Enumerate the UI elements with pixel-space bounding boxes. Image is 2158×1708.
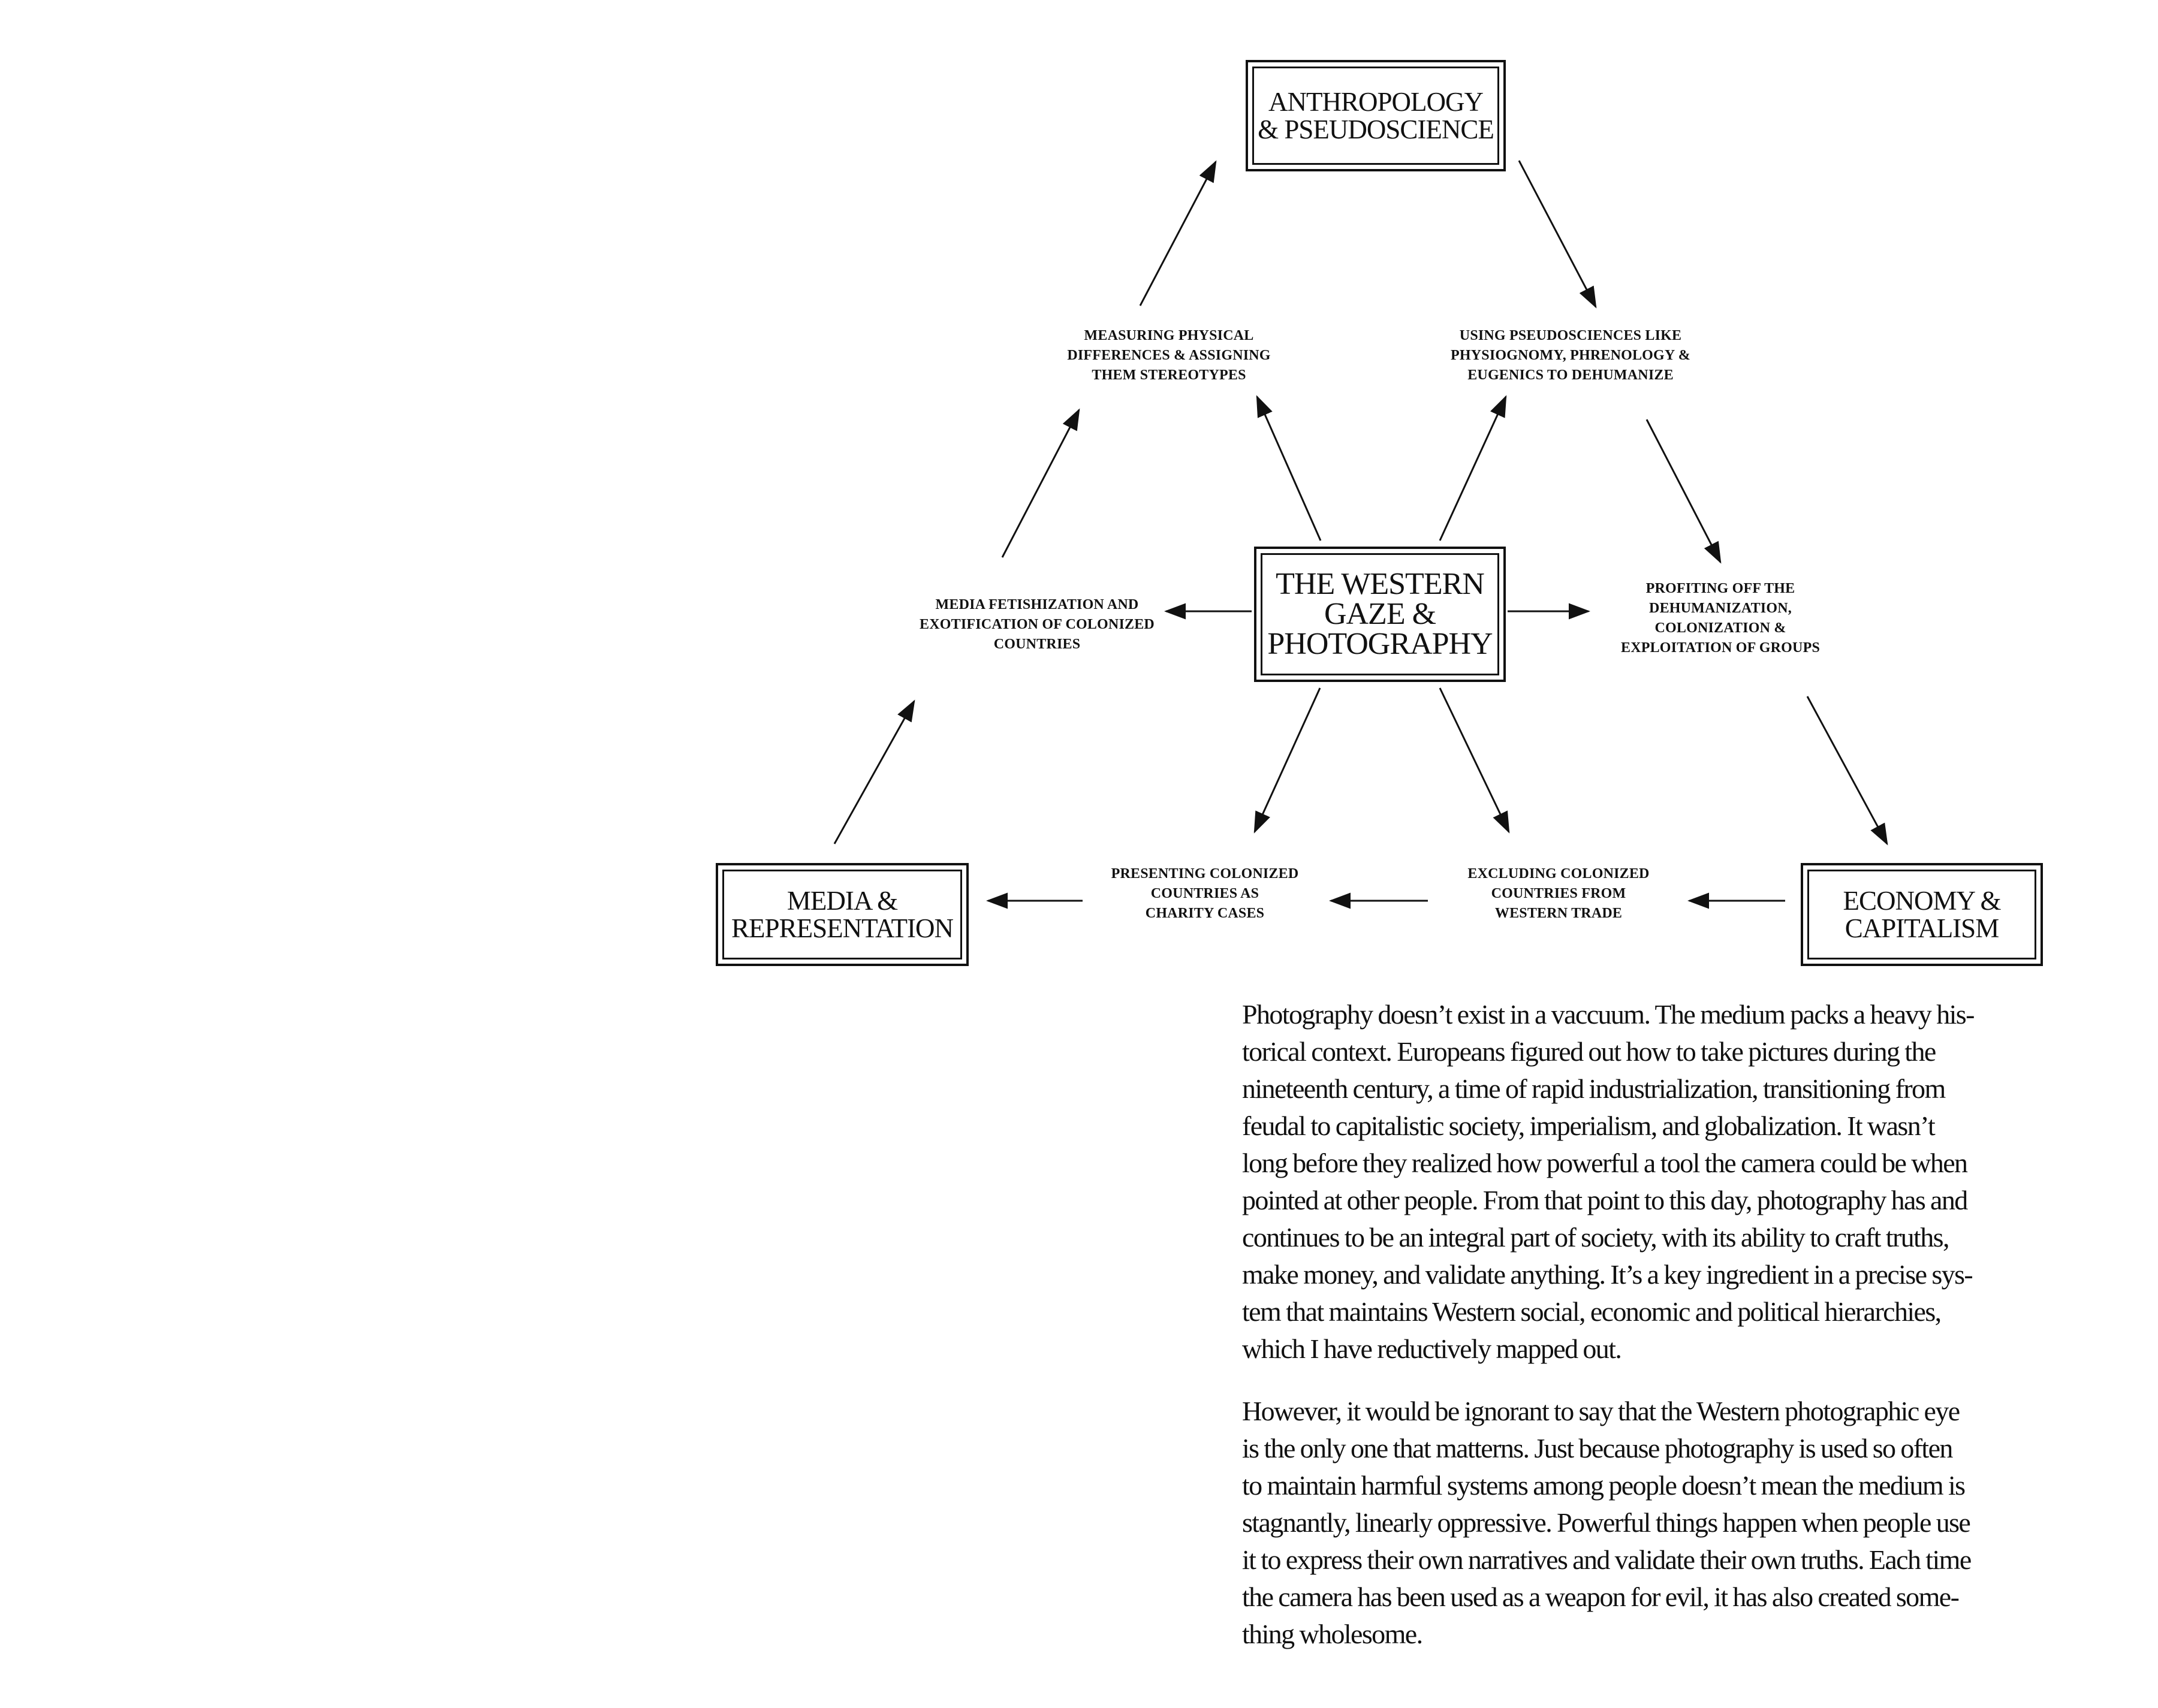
box-anthropology-pseudoscience: ANTHROPOLOGY & PSEUDOSCIENCE — [1246, 60, 1506, 171]
paragraph-2-line: thing wholesome. — [1242, 1619, 1423, 1649]
box-economy-capitalism: ECONOMY & CAPITALISM — [1801, 863, 2043, 966]
box-western-gaze-photography: THE WESTERN GAZE & PHOTOGRAPHY — [1254, 547, 1506, 682]
label-using-pseudosciences: USING PSEUDOSCIENCES LIKE PHYSIOGNOMY, P… — [1427, 326, 1714, 385]
paragraph-1: Photography doesn’t exist in a vaccuum. … — [1242, 996, 2129, 1368]
label-excluding-line-1: EXCLUDING COLONIZED — [1467, 866, 1650, 882]
paragraph-1-line: Photography doesn’t exist in a vaccuum. … — [1242, 999, 1975, 1030]
label-measuring-line-1: MEASURING PHYSICAL — [1084, 328, 1254, 343]
label-charity-line-1: PRESENTING COLONIZED — [1111, 866, 1299, 882]
box-media-representation: MEDIA & REPRESENTATION — [716, 863, 969, 966]
box-media-line-2: REPRESENTATION — [731, 913, 954, 943]
arrow-anthropology-to-pseudosciences — [1518, 160, 1597, 309]
label-presenting-colonized-countries: PRESENTING COLONIZED COUNTRIES AS CHARIT… — [1085, 864, 1325, 924]
paragraph-1-line: make money, and validate anything. It’s … — [1242, 1259, 1973, 1290]
body-text: Photography doesn’t exist in a vaccuum. … — [1242, 996, 2129, 1678]
paragraph-1-line: which I have reductively mapped out. — [1242, 1333, 1622, 1364]
arrow-center-to-measuring — [1256, 395, 1322, 541]
label-fetishization-line-3: COUNTRIES — [993, 636, 1081, 652]
paragraph-1-line: nineteenth century, a time of rapid indu… — [1242, 1073, 1946, 1104]
box-center-line-2: GAZE & — [1324, 597, 1436, 631]
paragraph-2-line: to maintain harmful systems among people… — [1242, 1470, 1966, 1501]
box-center-line-3: PHOTOGRAPHY — [1267, 627, 1493, 661]
label-fetishization-line-1: MEDIA FETISHIZATION AND — [935, 597, 1139, 612]
box-center-line-1: THE WESTERN — [1276, 567, 1485, 601]
arrow-center-to-excluding — [1439, 687, 1510, 834]
arrow-media-to-fetishization — [833, 699, 915, 844]
arrow-pseudosciences-to-profiting — [1645, 419, 1722, 564]
arrow-center-to-pseudosciences — [1439, 395, 1507, 541]
paragraph-2-line: However, it would be ignorant to say tha… — [1242, 1396, 1960, 1426]
label-fetishization-line-2: EXOTIFICATION OF COLONIZED — [920, 617, 1155, 632]
paragraph-1-line: long before they realized how powerful a… — [1242, 1148, 1968, 1178]
label-profiting-line-4: EXPLOITATION OF GROUPS — [1621, 640, 1820, 656]
label-pseudosciences-line-1: USING PSEUDOSCIENCES LIKE — [1459, 328, 1682, 343]
paragraph-2-line: the camera has been used as a weapon for… — [1242, 1582, 1960, 1612]
box-media-line-1: MEDIA & — [786, 886, 898, 916]
label-excluding-line-3: WESTERN TRADE — [1494, 906, 1623, 921]
label-measuring-line-2: DIFFERENCES & ASSIGNING — [1067, 348, 1271, 363]
box-economy-line-2: CAPITALISM — [1844, 913, 1999, 943]
label-measuring-line-3: THEM STEREOTYPES — [1092, 367, 1246, 383]
paragraph-1-line: pointed at other people. From that point… — [1242, 1185, 1968, 1215]
box-economy-line-1: ECONOMY & — [1843, 886, 2001, 916]
paragraph-2-line: stagnantly, linearly oppressive. Powerfu… — [1242, 1507, 1971, 1538]
label-media-fetishization: MEDIA FETISHIZATION AND EXOTIFICATION OF… — [899, 595, 1175, 654]
paragraph-1-line: continues to be an integral part of soci… — [1242, 1222, 1949, 1253]
label-measuring-physical-differences: MEASURING PHYSICAL DIFFERENCES & ASSIGNI… — [1037, 326, 1301, 385]
box-anthropology-line-1: ANTHROPOLOGY — [1268, 87, 1484, 117]
paragraph-1-line: torical context. Europeans figured out h… — [1242, 1036, 1936, 1067]
paragraph-2: However, it would be ignorant to say tha… — [1242, 1393, 2129, 1653]
label-excluding-line-2: COUNTRIES FROM — [1491, 886, 1626, 901]
arrow-center-to-charity — [1253, 687, 1321, 834]
arrow-measuring-to-anthropology — [1139, 160, 1217, 306]
arrow-profiting-to-economy — [1806, 696, 1888, 846]
paragraph-1-line: tem that maintains Western social, econo… — [1242, 1296, 1942, 1327]
label-profiting-line-2: DEHUMANIZATION, — [1649, 600, 1792, 616]
label-charity-line-3: CHARITY CASES — [1145, 906, 1265, 921]
label-profiting-line-3: COLONIZATION & — [1654, 620, 1786, 636]
label-pseudosciences-line-3: EUGENICS TO DEHUMANIZE — [1467, 367, 1674, 383]
paragraph-2-line: it to express their own narratives and v… — [1242, 1544, 1972, 1575]
box-anthropology-line-2: & PSEUDOSCIENCE — [1258, 114, 1494, 144]
paragraph-1-line: feudal to capitalistic society, imperial… — [1242, 1110, 1936, 1141]
label-excluding-colonized-countries: EXCLUDING COLONIZED COUNTRIES FROM WESTE… — [1439, 864, 1678, 924]
arrow-fetishization-to-measuring — [1001, 408, 1080, 558]
label-pseudosciences-line-2: PHYSIOGNOMY, PHRENOLOGY & — [1451, 348, 1690, 363]
label-profiting-off-dehumanization: PROFITING OFF THE DEHUMANIZATION, COLONI… — [1589, 579, 1852, 658]
label-profiting-line-1: PROFITING OFF THE — [1645, 581, 1795, 596]
paragraph-2-line: is the only one that matterns. Just beca… — [1242, 1433, 1953, 1463]
label-charity-line-2: COUNTRIES AS — [1150, 886, 1259, 901]
